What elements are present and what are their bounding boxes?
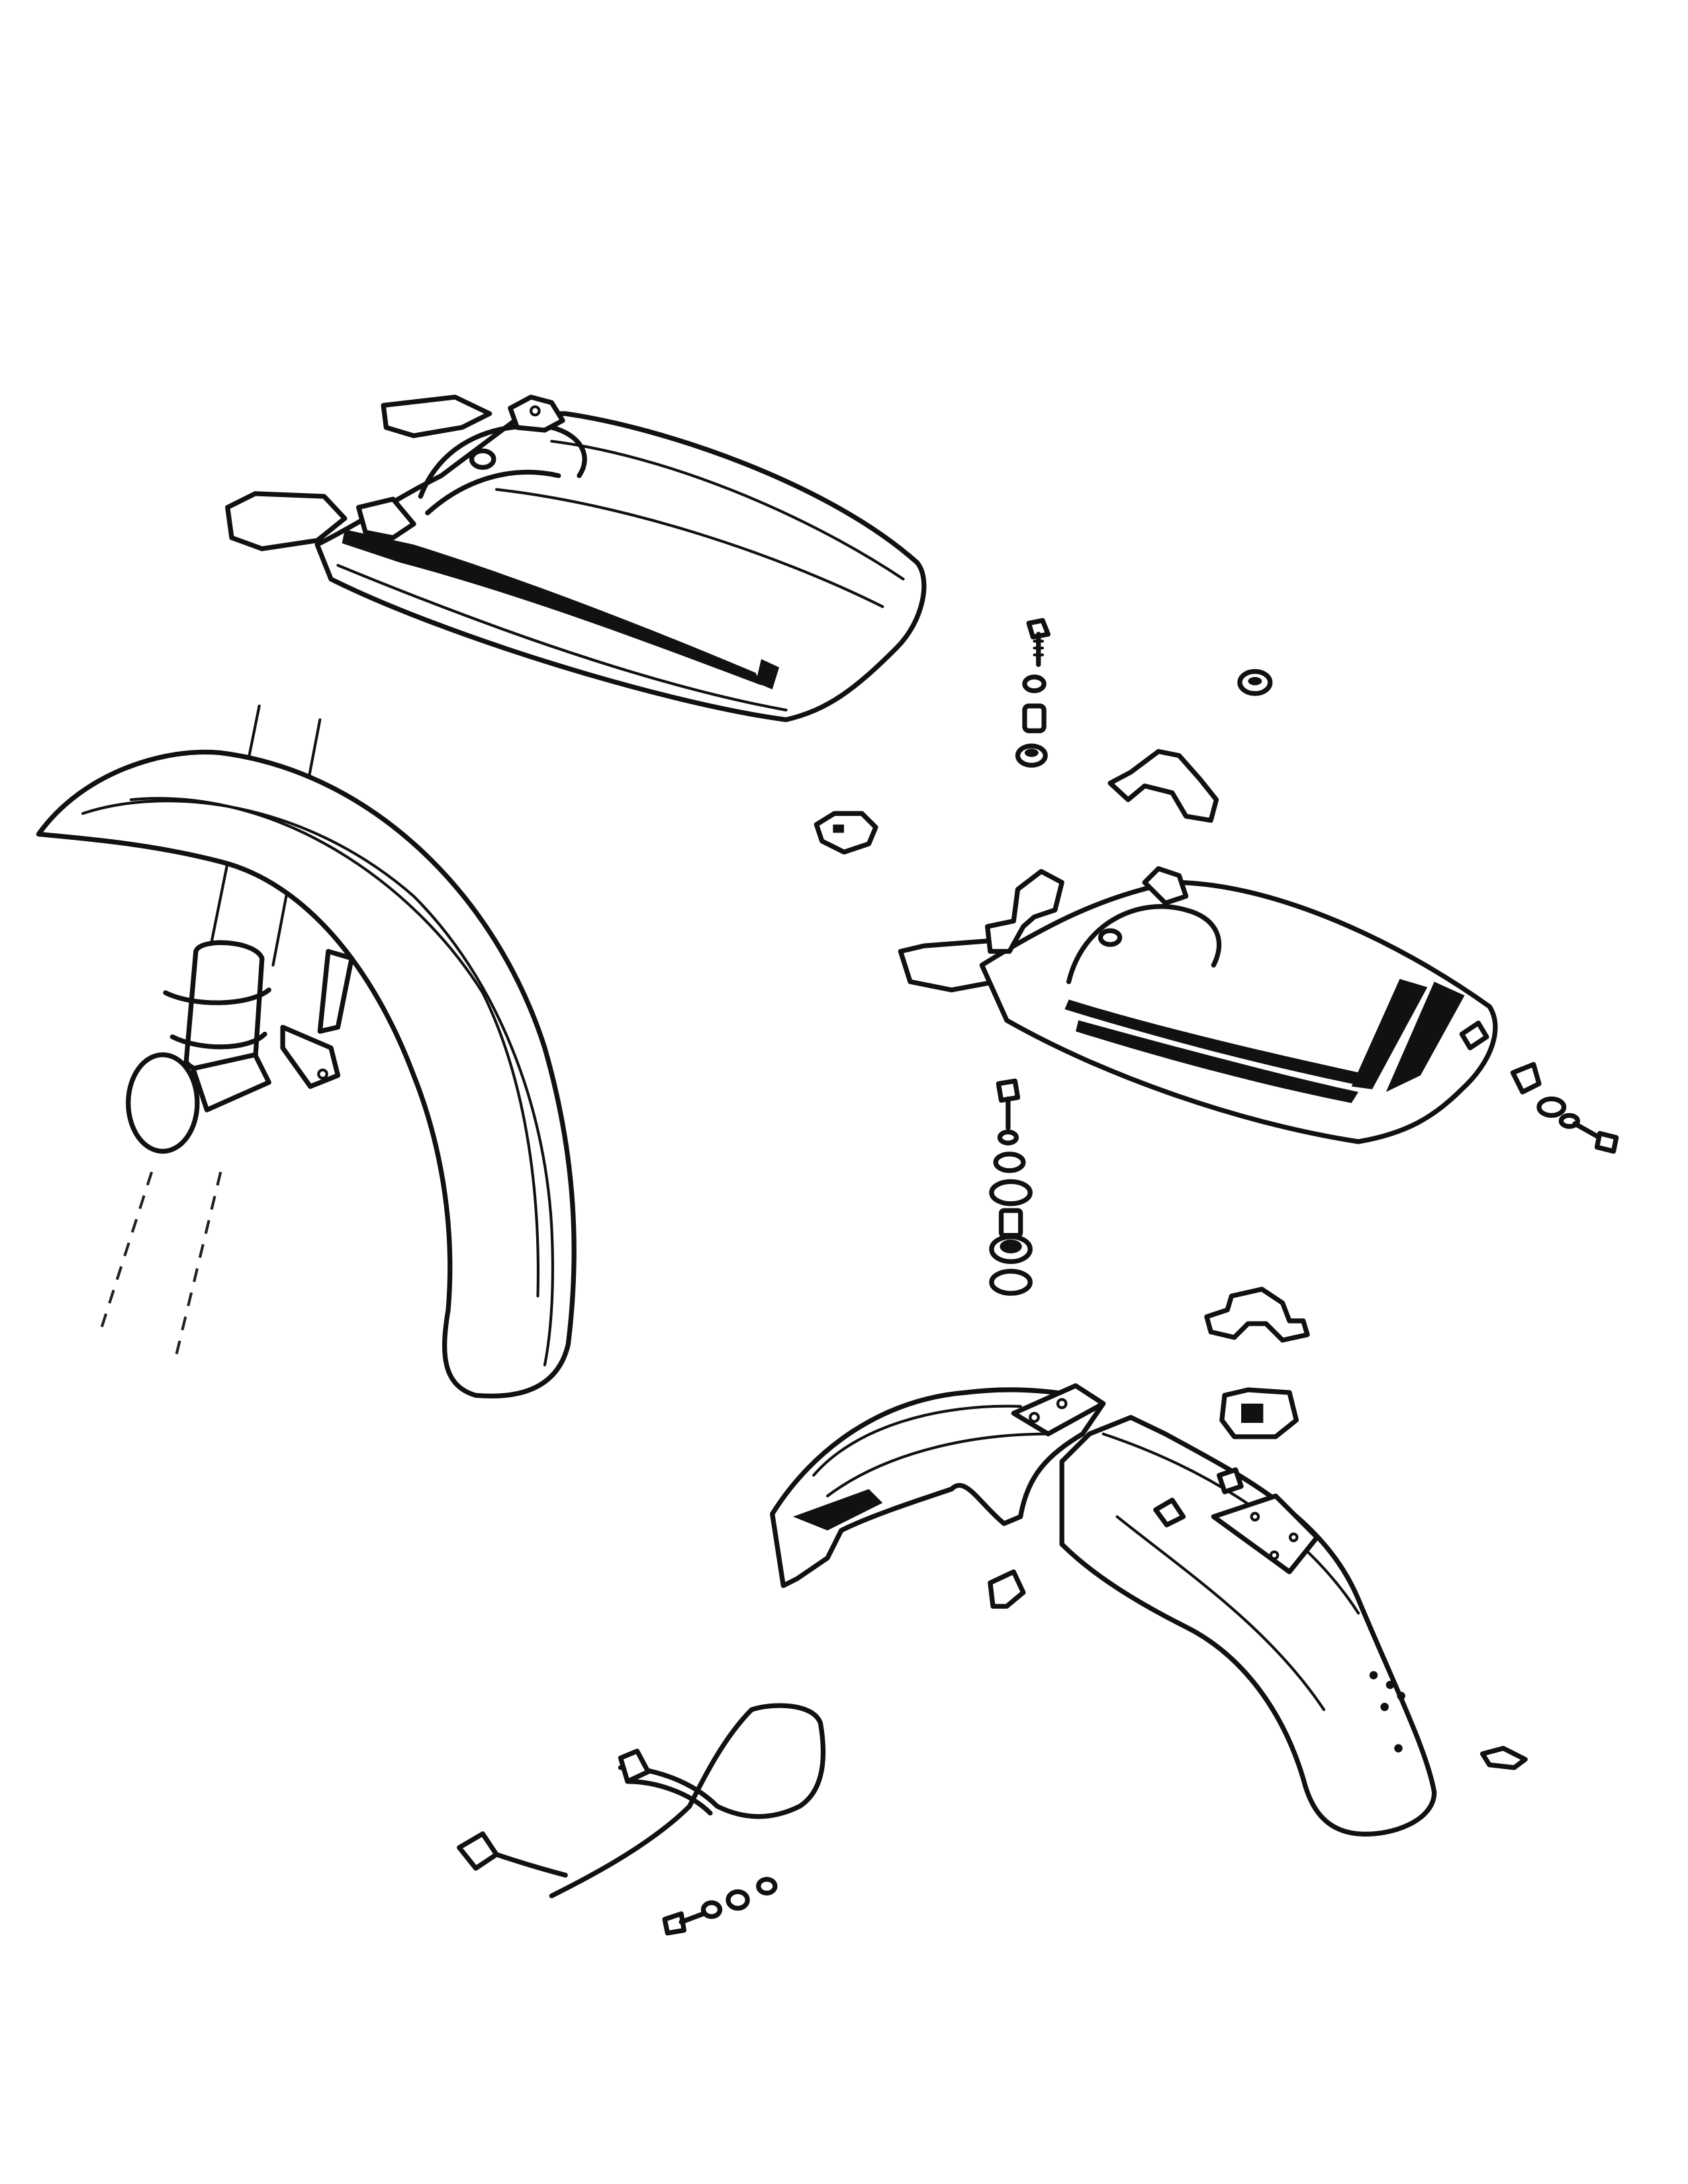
front-fork-mudguard [36, 704, 577, 1398]
center-fastener-stack [989, 1078, 1033, 1296]
mudguard-mounting-bolts-washers [814, 617, 1273, 855]
mudguard-stay-with-fasteners [457, 1703, 826, 1936]
upper-front-mudguard [225, 394, 927, 723]
lower-front-mudguard [898, 866, 1619, 1154]
mudguard-bracket [1204, 1287, 1310, 1439]
rear-mudguard-front-section [770, 1383, 1106, 1588]
rear-mudguard-rear-section [988, 1415, 1528, 1837]
